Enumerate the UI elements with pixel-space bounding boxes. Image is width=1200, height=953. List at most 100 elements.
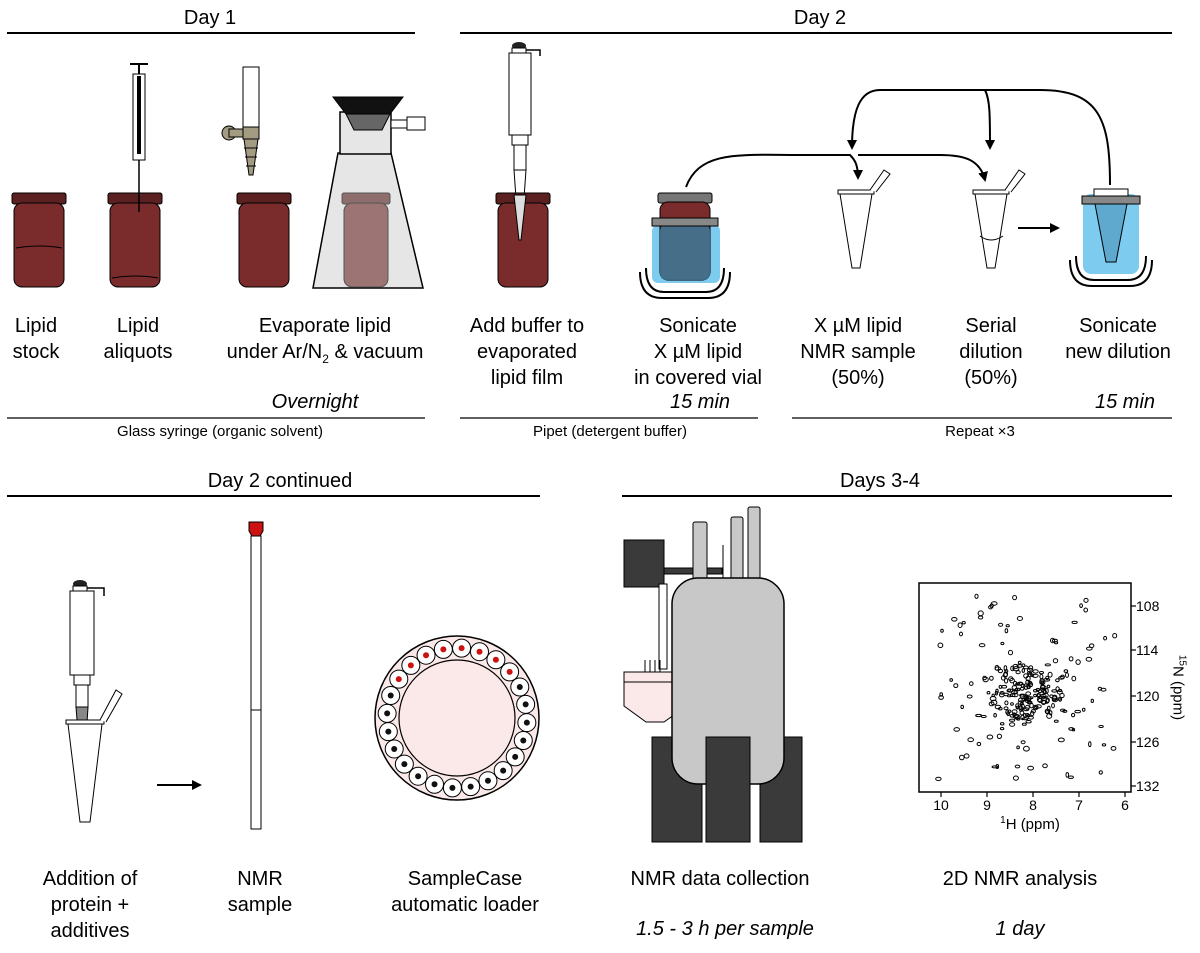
spectrum-peak: [1016, 664, 1023, 668]
spectrum-peak: [961, 621, 966, 625]
spectrum-peak: [1006, 711, 1011, 716]
spectrum-peaks: [935, 593, 1118, 782]
addition-tube-icon: [65, 689, 123, 823]
spectrum-peak: [1049, 694, 1054, 699]
spectrum-peak: [1065, 672, 1069, 678]
spectrum-peak: [1016, 616, 1024, 621]
spectrum-peak: [1058, 676, 1065, 680]
spectrum-peak: [1039, 673, 1044, 680]
spectrum-peak: [1012, 775, 1019, 781]
loader-sample-cap: [395, 676, 402, 683]
y-tick-120: 120: [1136, 688, 1160, 704]
add-buffer-vial-icon: [495, 192, 551, 288]
loader-sample-cap: [484, 777, 491, 784]
loader-sample-cap: [516, 684, 523, 691]
spectrum-peak: [1042, 763, 1048, 769]
spectrum-peak: [1025, 675, 1031, 682]
spectrum-peak: [1026, 700, 1032, 705]
spectrum-peak: [960, 704, 965, 710]
loader-sample-cap: [391, 745, 398, 752]
spectrum-peak: [1090, 698, 1095, 704]
spectrum-peak: [999, 691, 1005, 695]
spectrum-peak: [1053, 719, 1059, 723]
time-sonicate-1: 15 min: [669, 391, 731, 413]
spectrum-peak: [1046, 684, 1051, 689]
spectrum-peak: [1007, 649, 1014, 656]
spectrum-peak: [986, 691, 991, 695]
spectrum-peak: [1051, 689, 1058, 693]
spectrum-peak: [1016, 687, 1021, 692]
spectrum-peak: [999, 722, 1005, 726]
spectrum-peak: [1071, 712, 1076, 718]
spectrum-peak: [1015, 703, 1019, 709]
spectrum-peak: [1016, 717, 1021, 721]
vacuum-desiccator-icon: [312, 96, 426, 289]
spectrum-peak: [975, 713, 982, 718]
spectrum-peak: [1033, 693, 1037, 698]
spectrum-peak: [1025, 691, 1032, 696]
step-nmr-data-collection: NMR data collection: [630, 868, 810, 890]
spectrum-peak: [1030, 710, 1035, 717]
spectrum-peak: [1026, 714, 1031, 717]
spectrum-peak: [1035, 687, 1041, 692]
spectrum-peak: [1042, 689, 1047, 695]
loader-sample-cap: [467, 783, 474, 790]
x-tick-7: 7: [1075, 797, 1083, 813]
spectrum-peak: [1097, 686, 1103, 691]
spectrum-peak: [999, 692, 1005, 698]
header-day2: Day 2: [793, 7, 847, 29]
spectrum-peak: [974, 593, 979, 599]
spectrum-peak: [1027, 671, 1033, 675]
spectrum-peak: [977, 615, 984, 620]
spectrum-peak: [1067, 775, 1074, 779]
spectrum-peak: [939, 692, 944, 697]
spectrum-peak: [1026, 683, 1031, 689]
spectrum-peak: [986, 734, 994, 740]
section-lines: [7, 32, 1172, 497]
loader-sample-cap: [500, 767, 507, 774]
nmr-sample-tube-icon: [837, 169, 891, 269]
spectrum-peak: [991, 765, 999, 769]
spectrum-peak: [991, 693, 995, 698]
spectrum-peak: [1012, 714, 1018, 719]
spectrum-peak: [1004, 700, 1009, 706]
serial-dilution-tube-icon: [972, 169, 1026, 269]
loader-sample-cap: [520, 737, 527, 744]
loader-sample-cap: [385, 728, 392, 735]
spectrum-peak: [937, 642, 944, 649]
spectrum-peak: [989, 675, 994, 681]
spectrum-peak: [1012, 595, 1018, 601]
spectrum-peak: [1012, 680, 1018, 686]
y-tick-114: 114: [1136, 642, 1159, 658]
spectrum-peak: [999, 727, 1005, 731]
spectrum-peak: [1051, 703, 1055, 709]
spectrum-peak: [1002, 672, 1008, 678]
spectrum-peak: [953, 727, 961, 732]
spectrum-peak: [1028, 665, 1034, 671]
loader-sample-cap: [387, 692, 394, 699]
spectrum-peak: [1098, 770, 1103, 775]
footer-glass-syringe: Glass syringe (organic solvent): [117, 423, 323, 440]
spectrum-peak: [1030, 709, 1036, 714]
spectrum-peak: [995, 764, 1000, 769]
spectrum-peak: [1051, 638, 1058, 643]
spectrum-peak: [1028, 715, 1034, 720]
spectrum-peak: [967, 737, 975, 743]
x-tick-10: 10: [933, 797, 949, 813]
y-tick-108: 108: [1136, 598, 1160, 614]
loader-sample-cap: [431, 781, 438, 788]
spectrum-peak: [1052, 658, 1059, 664]
spectrum-peak: [998, 622, 1004, 627]
sonicate-vial-icon: [639, 192, 731, 299]
spectrum-peak: [1079, 603, 1083, 608]
spectrum-peak: [1016, 745, 1020, 750]
spectrum-peak: [1001, 684, 1008, 689]
footer-repeat: Repeat ×3: [945, 423, 1015, 440]
spectrum-peak: [1006, 688, 1014, 693]
spectrum-peak: [938, 695, 944, 700]
